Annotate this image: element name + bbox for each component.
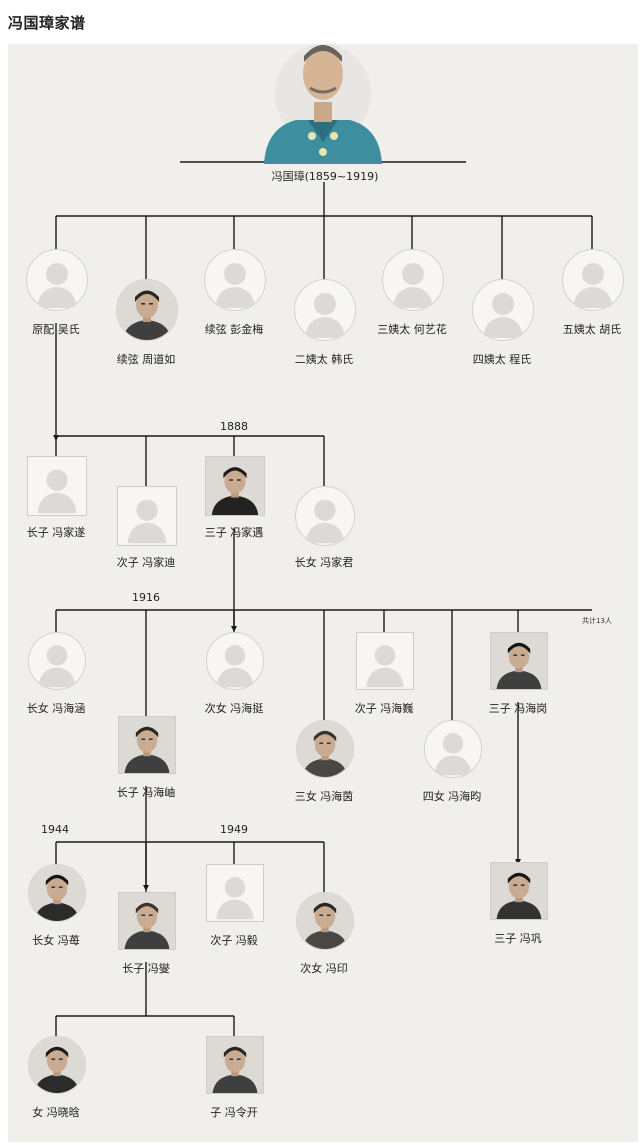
gen1-member-4-label: 三姨太 何艺花 xyxy=(377,323,447,336)
gen4-year-2: 1949 xyxy=(220,823,248,836)
gen3-member-3-photo xyxy=(296,720,354,778)
gen1-member-2-photo xyxy=(204,249,266,311)
gen1-member-1-label: 续弦 周道如 xyxy=(116,353,176,366)
gen2-member-1-label: 次子 冯家迪 xyxy=(116,556,176,569)
gen1-member-3-photo xyxy=(294,279,356,341)
gen2-member-0-photo xyxy=(27,456,87,516)
gen3-member-2-photo xyxy=(206,632,264,690)
gen3-member-0-label: 长女 冯海涵 xyxy=(26,702,86,715)
gen1-member-5-label: 四姨太 程氏 xyxy=(472,353,532,366)
gen3-member-5-photo xyxy=(424,720,482,778)
gen1-member-6-label: 五姨太 胡氏 xyxy=(562,323,622,336)
gen5-member-1-label: 子 冯令开 xyxy=(210,1106,258,1119)
gen3-member-5-label: 四女 冯海昀 xyxy=(422,790,482,803)
gen4-member-4-photo xyxy=(490,862,548,920)
gen4-member-2-photo xyxy=(206,864,264,922)
connector-lines xyxy=(53,161,593,1036)
gen3-member-1-label: 长子 冯海岫 xyxy=(116,786,176,799)
gen2-member-2-photo xyxy=(205,456,265,516)
gen3-member-3-label: 三女 冯海茵 xyxy=(294,790,354,803)
page-title: 冯国璋家谱 xyxy=(8,14,86,32)
gen4-year-1: 1944 xyxy=(41,823,69,836)
gen4-member-4-label: 三子 冯巩 xyxy=(494,932,542,945)
gen3-member-1-photo xyxy=(118,716,176,774)
gen3-member-4-photo xyxy=(356,632,414,690)
gen4-member-0-photo xyxy=(28,864,86,922)
gen5-member-0-photo xyxy=(28,1036,86,1094)
gen1-member-5-photo xyxy=(472,279,534,341)
gen1-member-0-label: 原配 吴氏 xyxy=(32,323,80,336)
family-tree: 冯国璋(1859~1919) 原配 吴氏续弦 周道如 续弦 彭金梅二姨太 韩氏 三姨… xyxy=(8,44,638,1142)
gen2-member-2-label: 三子 冯家遇 xyxy=(204,526,264,539)
gen4-member-1-photo xyxy=(118,892,176,950)
gen2-member-3-label: 长女 冯家君 xyxy=(294,556,354,569)
gen3-year: 1916 xyxy=(132,591,160,604)
root-portrait xyxy=(256,32,390,164)
gen1-member-3-label: 二姨太 韩氏 xyxy=(294,353,354,366)
gen4-member-1-label: 长子 冯燮 xyxy=(122,962,170,975)
gen3-member-2-label: 次女 冯海挺 xyxy=(204,702,264,715)
gen5-member-1-photo xyxy=(206,1036,264,1094)
gen4-member-3-label: 次女 冯印 xyxy=(300,962,348,975)
gen2-year: 1888 xyxy=(220,420,248,433)
gen3-member-0-photo xyxy=(28,632,86,690)
root-label: 冯国璋(1859~1919) xyxy=(271,170,379,183)
gen1-member-0-photo xyxy=(26,249,88,311)
gen4-member-3-photo xyxy=(296,892,354,950)
gen1-member-4-photo xyxy=(382,249,444,311)
gen3-member-6-photo xyxy=(490,632,548,690)
gen1-member-6-photo xyxy=(562,249,624,311)
gen2-member-1-photo xyxy=(117,486,177,546)
gen4-member-0-label: 长女 冯苺 xyxy=(32,934,80,947)
gen4-member-2-label: 次子 冯毅 xyxy=(210,934,258,947)
gen1-member-2-label: 续弦 彭金梅 xyxy=(204,323,264,336)
gen2-member-3-photo xyxy=(295,486,355,546)
gen5-member-0-label: 女 冯晓晗 xyxy=(32,1106,80,1119)
gen3-member-6-label: 三子 冯海岗 xyxy=(488,702,548,715)
gen2-member-0-label: 长子 冯家遂 xyxy=(26,526,86,539)
gen1-member-1-photo xyxy=(116,279,178,341)
gen3-note: 共计13人 xyxy=(582,617,612,625)
gen3-member-4-label: 次子 冯海巍 xyxy=(354,702,414,715)
